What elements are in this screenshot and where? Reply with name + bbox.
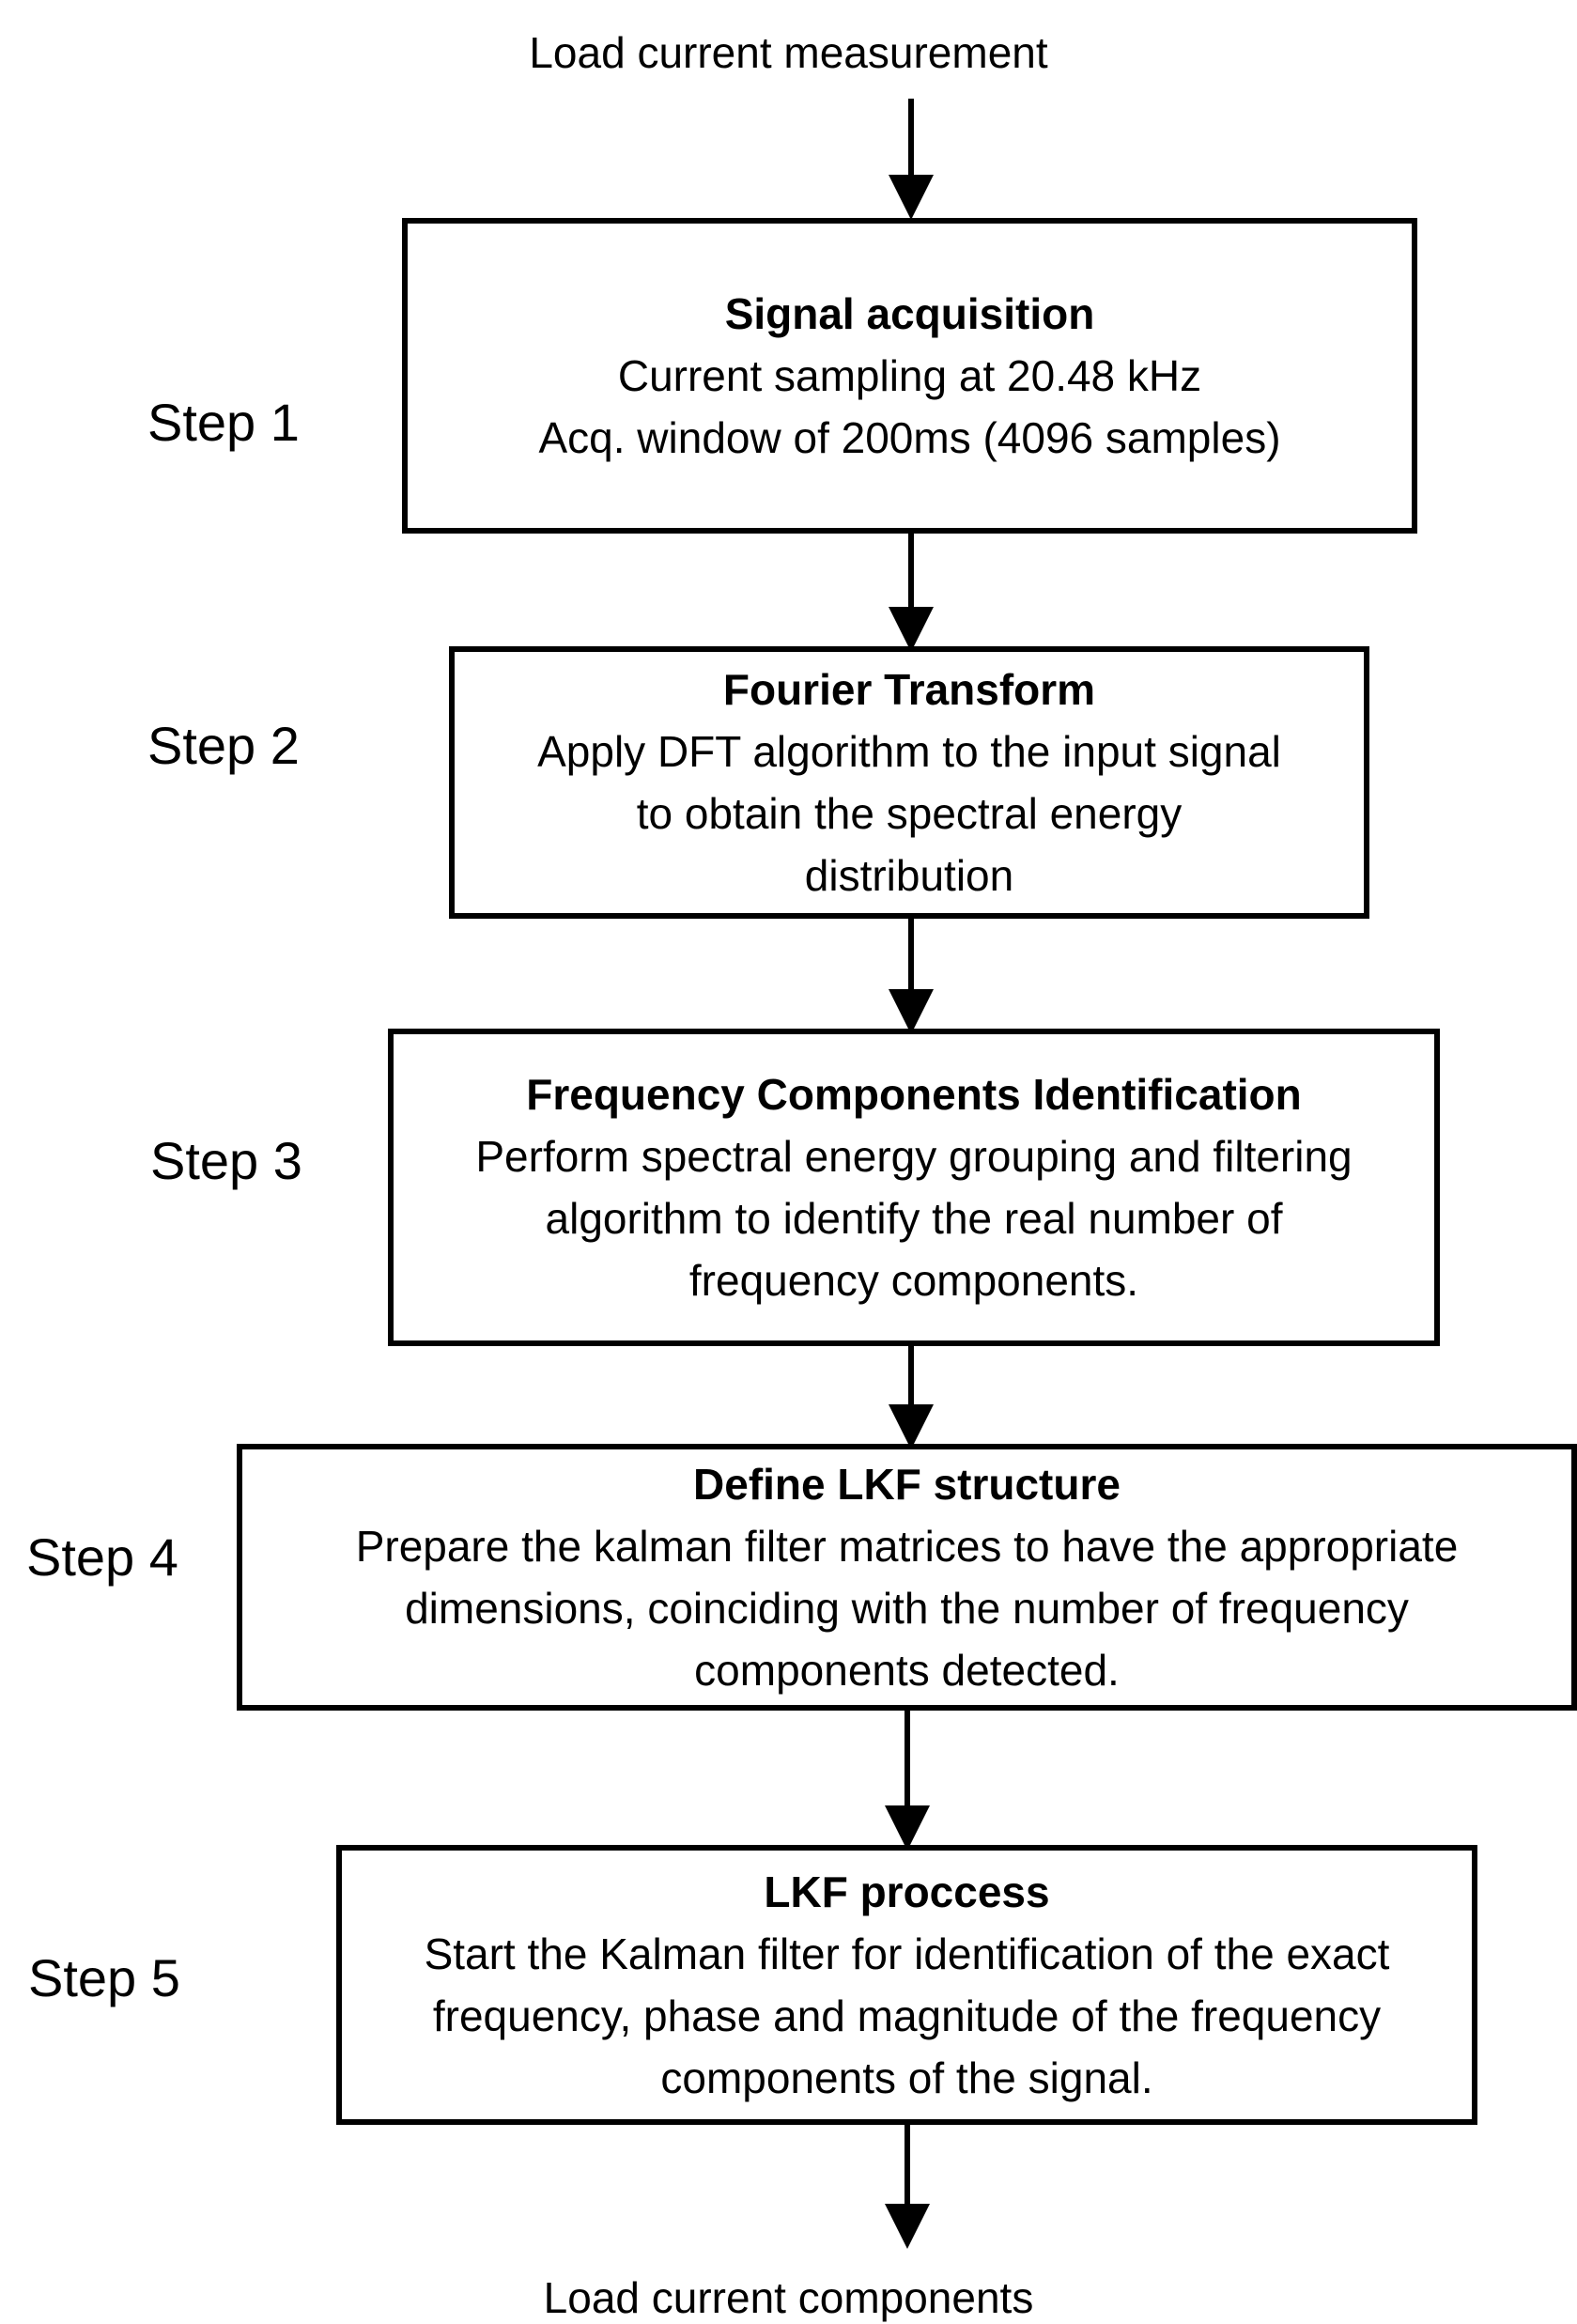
step-2-line: distribution: [804, 851, 1014, 900]
step-5-line: components of the signal.: [660, 2053, 1153, 2102]
step-1-line: Acq. window of 200ms (4096 samples): [538, 413, 1281, 462]
step-3-line: algorithm to identify the real number of: [545, 1194, 1283, 1243]
step-5-line: frequency, phase and magnitude of the fr…: [432, 1991, 1382, 2040]
step-3-box: Frequency Components Identification Perf…: [388, 1029, 1440, 1346]
step-4-box: Define LKF structure Prepare the kalman …: [237, 1444, 1577, 1711]
step-2-label: Step 2: [147, 716, 300, 775]
step-3-label: Step 3: [150, 1131, 302, 1190]
step-2-title: Fourier Transform: [722, 665, 1096, 714]
step-5-label: Step 5: [28, 1948, 180, 2007]
step-2-line: Apply DFT algorithm to the input signal: [537, 727, 1281, 776]
step-4-label: Step 4: [26, 1527, 178, 1587]
step-3-title: Frequency Components Identification: [526, 1070, 1302, 1119]
step-4-title: Define LKF structure: [693, 1460, 1121, 1509]
step-1-box: Signal acquisition Current sampling at 2…: [402, 218, 1417, 534]
step-1-label: Step 1: [147, 393, 300, 452]
step-4-line: dimensions, coinciding with the number o…: [405, 1584, 1409, 1633]
step-5-box: LKF proccess Start the Kalman filter for…: [336, 1845, 1477, 2125]
step-1-title: Signal acquisition: [724, 289, 1095, 338]
step-5-line: Start the Kalman filter for identificati…: [424, 1929, 1390, 1978]
step-4-line: Prepare the kalman filter matrices to ha…: [355, 1522, 1459, 1571]
step-2-box: Fourier Transform Apply DFT algorithm to…: [449, 646, 1369, 919]
step-3-line: frequency components.: [688, 1256, 1139, 1305]
step-1-line: Current sampling at 20.48 kHz: [617, 351, 1202, 400]
output-label: Load current components: [543, 2273, 1034, 2322]
step-3-line: Perform spectral energy grouping and fil…: [475, 1132, 1353, 1181]
step-5-title: LKF proccess: [764, 1867, 1050, 1916]
step-4-line: components detected.: [694, 1646, 1120, 1695]
input-label: Load current measurement: [529, 28, 1048, 77]
step-2-line: to obtain the spectral energy: [636, 789, 1183, 838]
